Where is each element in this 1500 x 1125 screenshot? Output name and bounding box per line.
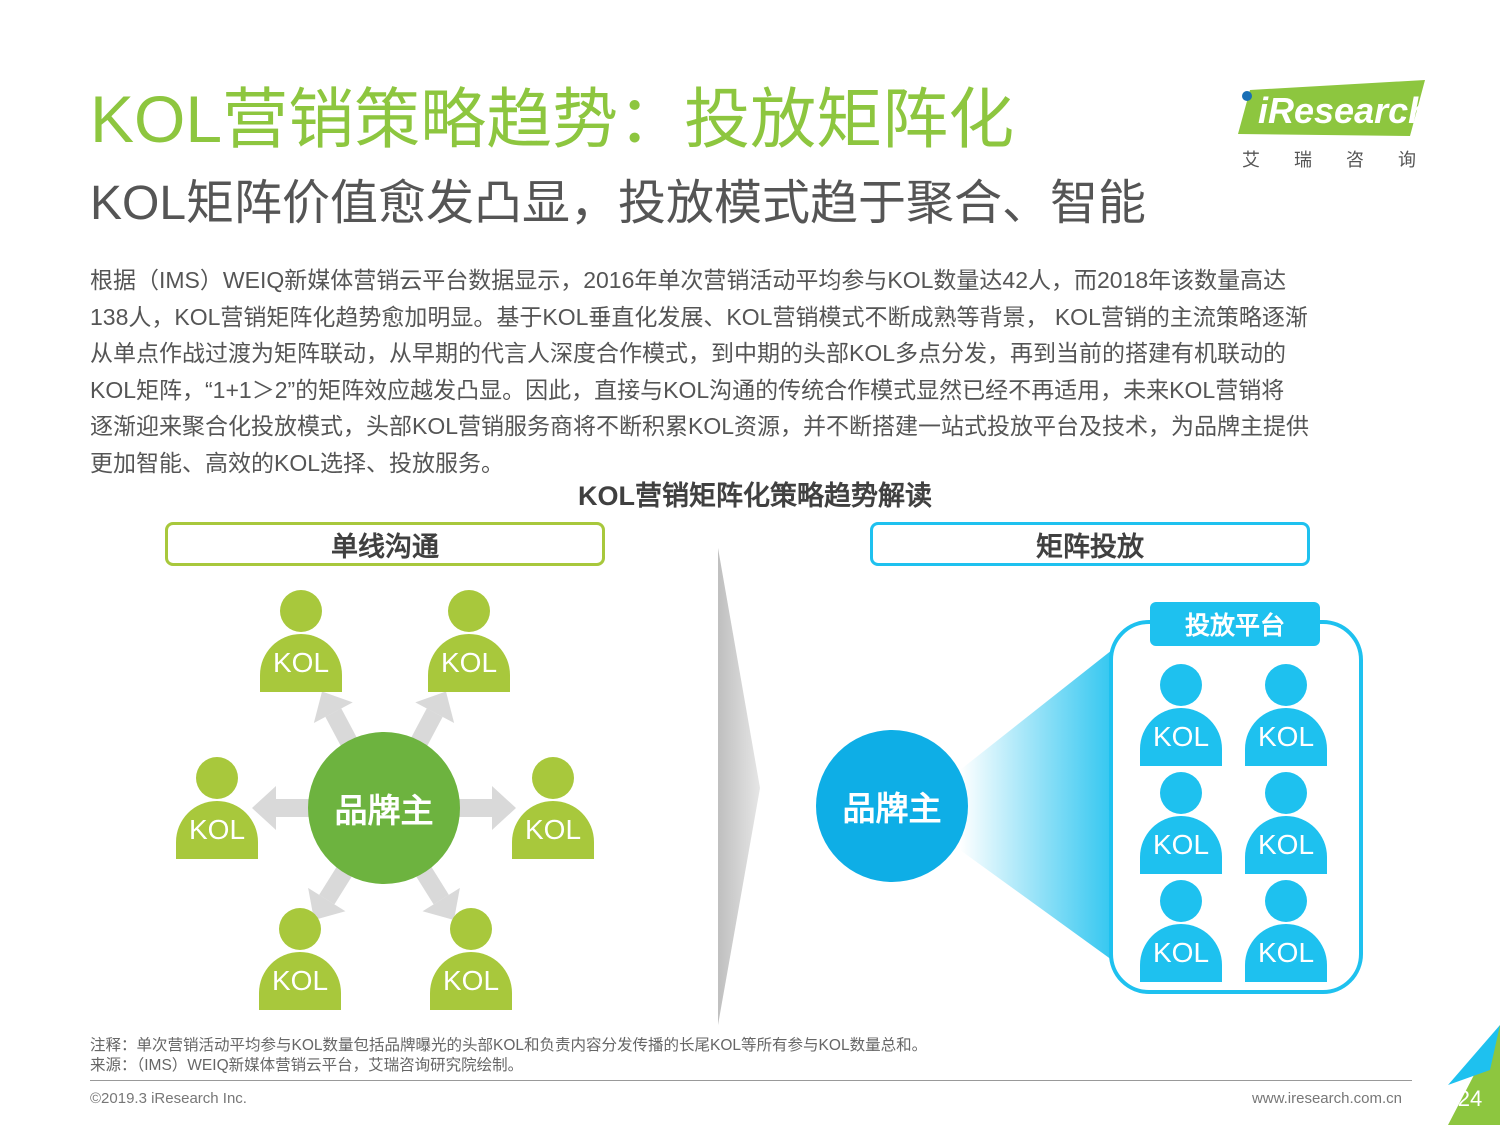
body-line: KOL矩阵，“1+1＞2”的矩阵效应越发凸显。因此，直接与KOL沟通的传统合作模… xyxy=(90,376,1285,403)
kol-person-icon: KOL xyxy=(176,757,258,859)
brand-circle-left: 品牌主 xyxy=(308,732,460,884)
kol-person-icon: KOL xyxy=(1140,664,1222,766)
corner-blue xyxy=(1448,1025,1500,1085)
kol-person-icon: KOL xyxy=(1140,880,1222,982)
kol-label: KOL xyxy=(428,634,510,692)
logo-parallelogram xyxy=(1238,80,1425,136)
diagram-title: KOL营销矩阵化策略趋势解读 xyxy=(578,481,932,511)
kol-label: KOL xyxy=(512,801,594,859)
note-text: 注释：单次营销活动平均参与KOL数量包括品牌曝光的头部KOL和负责内容分发传播的… xyxy=(90,1037,928,1054)
page-subtitle: KOL矩阵价值愈发凸显，投放模式趋于聚合、智能 xyxy=(90,177,1147,230)
source-text: 来源：（IMS）WEIQ新媒体营销云平台，艾瑞咨询研究院绘制。 xyxy=(90,1057,524,1074)
matrix-header: 矩阵投放 xyxy=(870,522,1310,566)
page-number: 24 xyxy=(1457,1086,1483,1111)
kol-person-icon: KOL xyxy=(430,908,512,1010)
light-beam xyxy=(960,650,1112,960)
kol-person-icon: KOL xyxy=(512,757,594,859)
kol-label: KOL xyxy=(259,952,341,1010)
kol-label: KOL xyxy=(430,952,512,1010)
kol-person-icon: KOL xyxy=(1245,664,1327,766)
kol-person-icon: KOL xyxy=(260,590,342,692)
logo-cn: 艾瑞咨询 xyxy=(1242,150,1450,170)
kol-label: KOL xyxy=(1245,924,1327,982)
footer-divider xyxy=(90,1080,1412,1081)
kol-label: KOL xyxy=(1140,708,1222,766)
copyright: ©2019.3 iResearch Inc. xyxy=(90,1090,247,1107)
body-line: 从单点作战过渡为矩阵联动，从早期的代言人深度合作模式，到中期的头部KOL多点分发… xyxy=(90,340,1287,366)
kol-label: KOL xyxy=(1245,708,1327,766)
kol-person-icon: KOL xyxy=(259,908,341,1010)
iresearch-logo: iResearch 艾瑞咨询 xyxy=(1230,78,1430,173)
body-line: 逐渐迎来聚合化投放模式，头部KOL营销服务商将不断积累KOL资源，并不断搭建一站… xyxy=(90,413,1310,439)
logo-text: iResearch xyxy=(1258,90,1431,131)
kol-label: KOL xyxy=(176,801,258,859)
platform-tab: 投放平台 xyxy=(1150,602,1320,646)
body-line: 138人，KOL营销矩阵化趋势愈加明显。基于KOL垂直化发展、KOL营销模式不断… xyxy=(90,303,1308,330)
kol-person-icon: KOL xyxy=(1140,772,1222,874)
kol-label: KOL xyxy=(1140,924,1222,982)
body-line: 根据（IMS）WEIQ新媒体营销云平台数据显示，2016年单次营销活动平均参与K… xyxy=(90,267,1287,293)
brand-circle-right: 品牌主 xyxy=(816,730,968,882)
kol-person-icon: KOL xyxy=(1245,880,1327,982)
footnotes: 注释：单次营销活动平均参与KOL数量包括品牌曝光的头部KOL和负责内容分发传播的… xyxy=(90,1036,927,1076)
website-link[interactable]: www.iresearch.com.cn xyxy=(1251,1090,1402,1107)
kol-label: KOL xyxy=(1245,816,1327,874)
single-line-header: 单线沟通 xyxy=(165,522,605,566)
kol-label: KOL xyxy=(260,634,342,692)
kol-person-icon: KOL xyxy=(428,590,510,692)
page-title: KOL营销策略趋势：投放矩阵化 xyxy=(90,82,1015,156)
kol-person-icon: KOL xyxy=(1245,772,1327,874)
kol-label: KOL xyxy=(1140,816,1222,874)
transition-chevron xyxy=(718,548,760,1025)
body-line: 更加智能、高效的KOL选择、投放服务。 xyxy=(90,449,505,476)
body-paragraph: 根据（IMS）WEIQ新媒体营销云平台数据显示，2016年单次营销活动平均参与K… xyxy=(90,262,1435,481)
